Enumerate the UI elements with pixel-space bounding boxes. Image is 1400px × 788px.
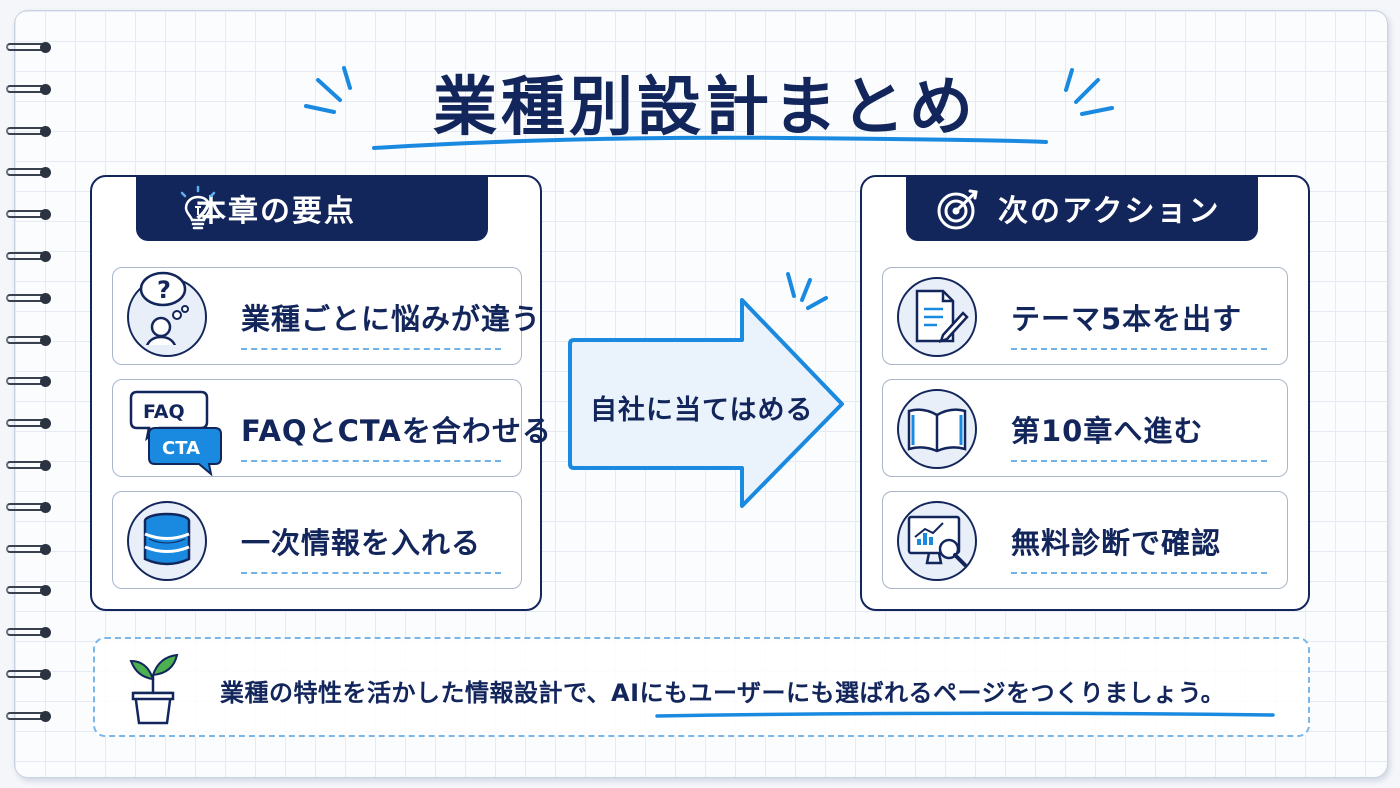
svg-text:?: ? [157,276,171,304]
next-actions-header: 次のアクション [906,175,1258,241]
binding-ring [6,291,52,305]
icon-circle [127,501,207,581]
binding-ring [6,82,52,96]
closing-underline [655,711,1275,718]
binding-ring [6,124,52,138]
sprout-pot-icon [129,653,179,725]
binding-ring [6,583,52,597]
document-pencil-icon [915,289,969,343]
database-icon [143,512,191,566]
arrow-spark-icon [786,272,828,310]
binding-ring [6,40,52,54]
next-actions-panel: 次のアクション テーマ5本を出す 第10章へ進む [860,175,1310,611]
list-item-key-point-1: ? 業種ごとに悩みが違う [112,267,540,365]
dashed-divider [241,572,501,574]
dashed-divider [1011,572,1267,574]
dashed-divider [241,348,501,350]
key-point-label: FAQとCTAを合わせる [241,414,552,448]
binding-ring [6,458,52,472]
binding-ring [6,542,52,556]
arrow-label: 自社に当てはめる [590,395,814,426]
monitor-analysis-icon [907,515,967,567]
lightbulb-icon [180,185,216,230]
action-label: 第10章へ進む [1011,414,1204,448]
key-point-label: 業種ごとに悩みが違う [241,302,542,336]
binding-ring [6,207,52,221]
binding-ring [6,416,52,430]
list-item-key-point-2: FAQ CTA FAQとCTAを合わせる [112,379,551,477]
action-label: 無料診断で確認 [1011,526,1222,560]
action-label: テーマ5本を出す [1011,302,1243,336]
binding-ring [6,165,52,179]
person-question-icon: ? [139,271,189,345]
binding-ring [6,333,52,347]
open-book-icon [907,408,967,453]
binding-ring [6,625,52,639]
key-points-header: 本章の要点 [136,175,488,241]
list-item-action-3: 無料診断で確認 [882,491,1288,589]
key-points-panel: 本章の要点 ? 業種ごとに悩みが違う FAQ CTA FAQとCTAを合わせる [90,175,551,611]
dashed-divider [241,460,501,462]
title-underline [372,135,1048,150]
target-icon [937,189,978,230]
svg-text:CTA: CTA [162,438,200,459]
binding-ring [6,500,52,514]
binding-ring [6,249,52,263]
list-item-action-1: テーマ5本を出す [882,267,1288,365]
icon-circle [897,501,977,581]
binding-ring [6,667,52,681]
key-points-title: 本章の要点 [196,194,356,229]
dashed-divider [1011,460,1267,462]
binding-ring [6,374,52,388]
icon-circle: ? [127,271,207,357]
page-title: 業種別設計まとめ [433,71,977,145]
closing-message: 業種の特性を活かした情報設計で、AIにもユーザーにも選ばれるページをつくりましょ… [220,679,1226,707]
list-item-key-point-3: 一次情報を入れる [112,491,522,589]
faq-cta-bubbles-icon: FAQ CTA [129,390,222,476]
next-actions-title: 次のアクション [998,194,1221,229]
apply-arrow [568,298,844,508]
spiral-binding [0,40,60,740]
dashed-divider [1011,348,1267,350]
svg-text:FAQ: FAQ [143,401,185,423]
icon-circle [897,389,977,469]
title-spark-right-icon [1064,68,1114,116]
icon-circle [897,277,977,357]
list-item-action-2: 第10章へ進む [882,379,1288,477]
title-spark-left-icon [304,66,352,114]
key-point-label: 一次情報を入れる [241,526,482,560]
binding-ring [6,709,52,723]
closing-message-box: 業種の特性を活かした情報設計で、AIにもユーザーにも選ばれるページをつくりましょ… [93,637,1310,737]
